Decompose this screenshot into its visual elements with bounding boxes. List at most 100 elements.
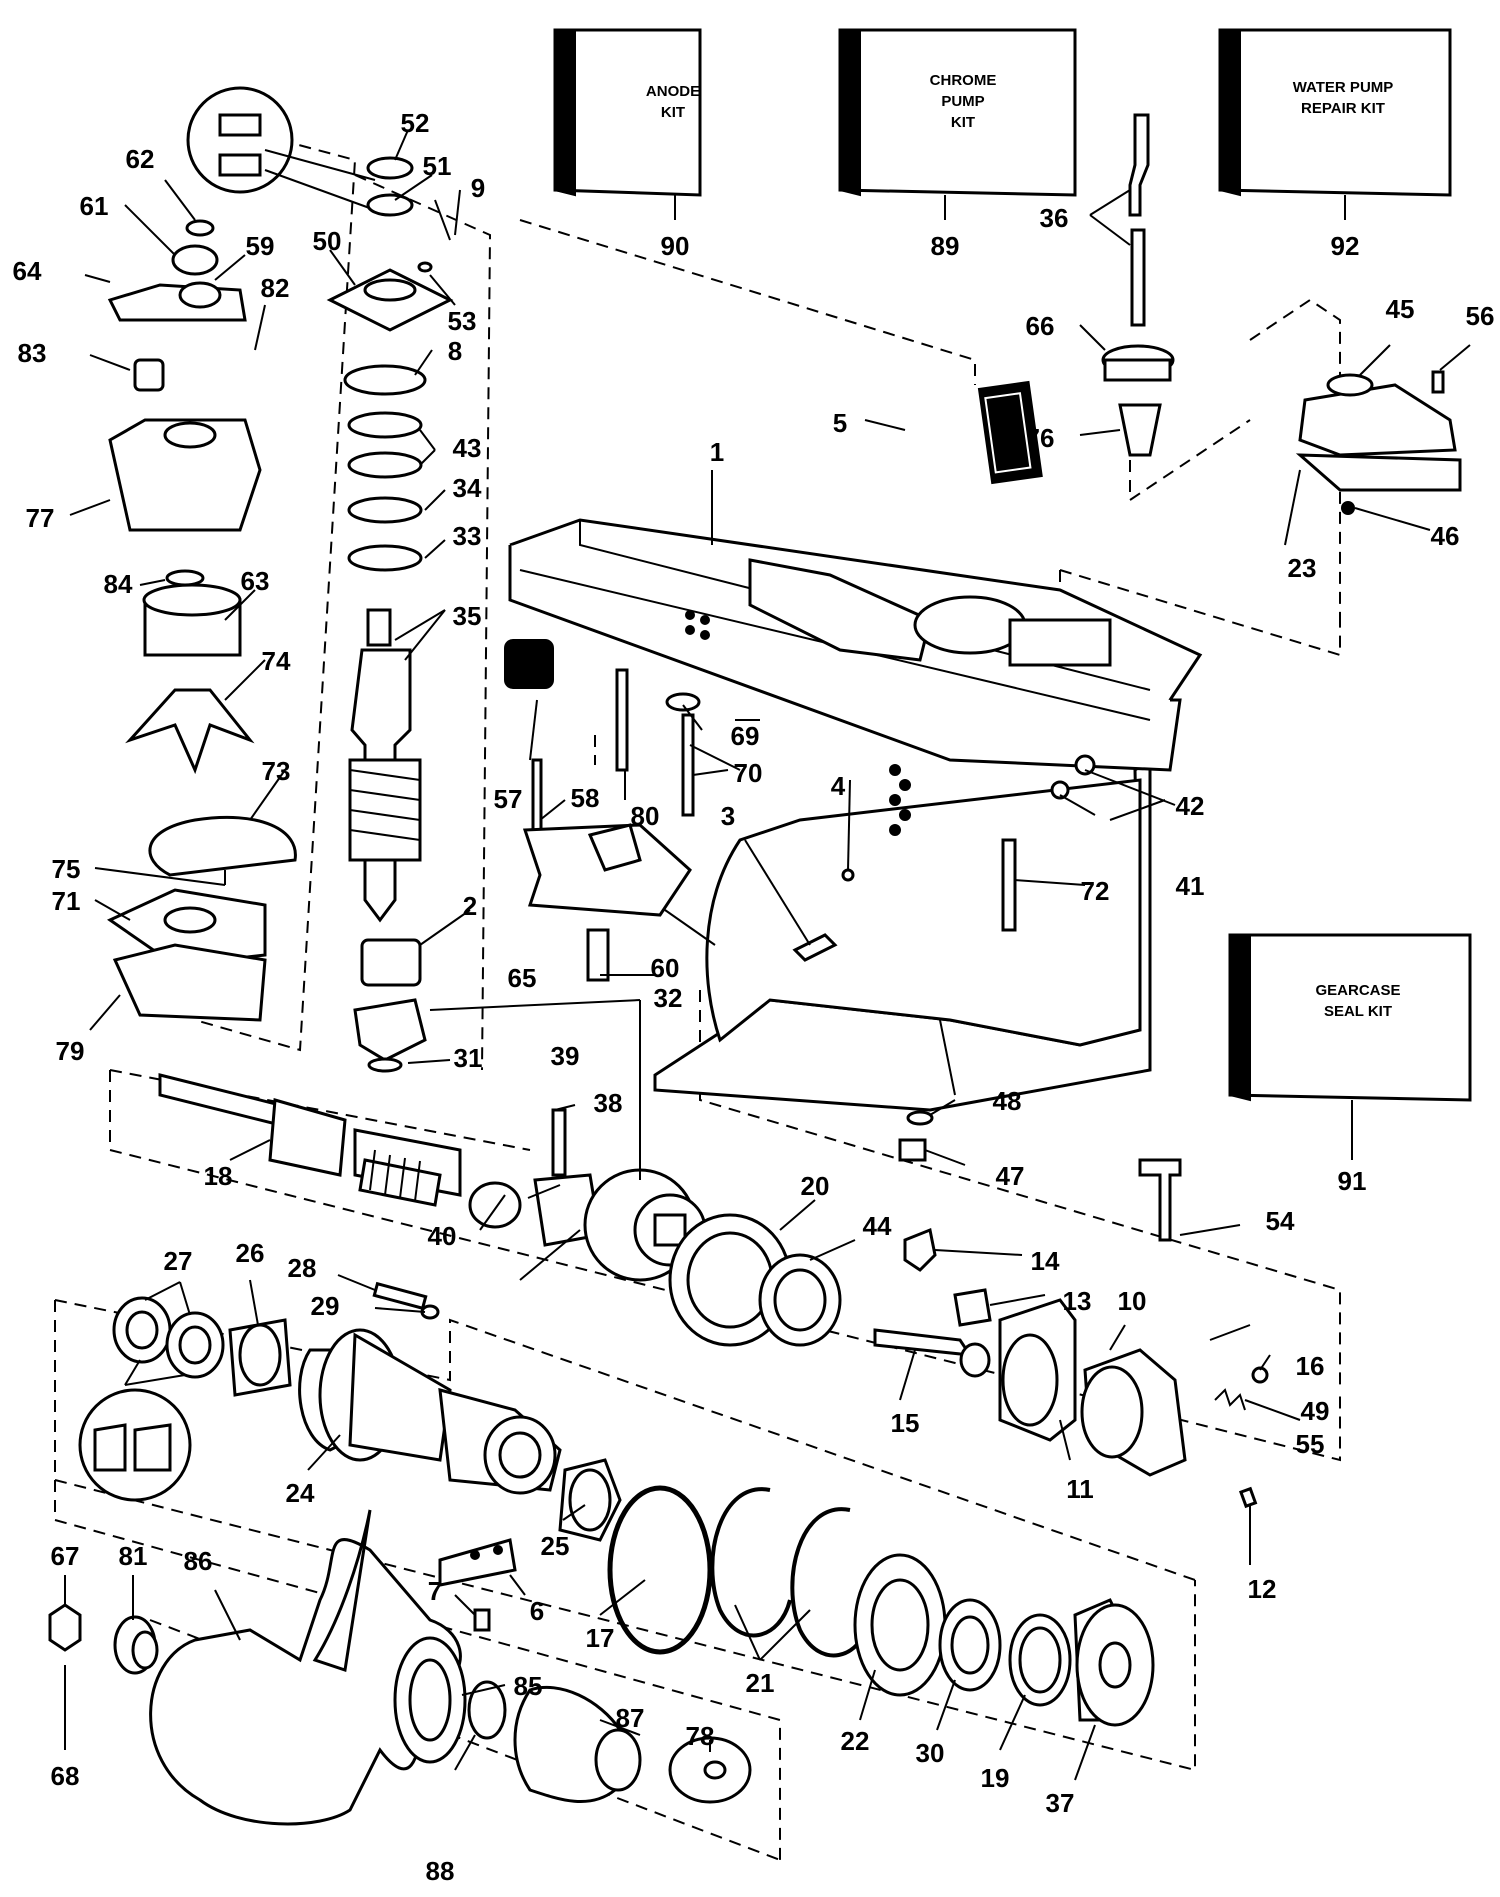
label-13: 13 bbox=[1063, 1286, 1092, 1316]
label-53: 53 bbox=[448, 306, 477, 336]
kit-chrome-line-3: KIT bbox=[951, 114, 975, 131]
label-60: 60 bbox=[651, 953, 680, 983]
kit-chrome-line-2: PUMP bbox=[941, 93, 984, 110]
label-25: 25 bbox=[541, 1531, 570, 1561]
label-44: 44 bbox=[863, 1211, 892, 1241]
label-59: 59 bbox=[246, 231, 275, 261]
kit-gearcase-line-1: GEARCASE bbox=[1315, 982, 1400, 999]
rings-row bbox=[607, 1485, 1155, 1727]
kit-water-line-2: REPAIR KIT bbox=[1301, 100, 1385, 117]
kit-anode-line-2: KIT bbox=[661, 104, 685, 121]
label-69: 69 bbox=[731, 721, 760, 751]
label-47: 47 bbox=[996, 1161, 1025, 1191]
label-78: 78 bbox=[686, 1721, 715, 1751]
label-29: 29 bbox=[311, 1291, 340, 1321]
label-11: 11 bbox=[1066, 1474, 1094, 1504]
label-4: 4 bbox=[831, 771, 846, 801]
label-20: 20 bbox=[801, 1171, 830, 1201]
label-56: 56 bbox=[1466, 301, 1495, 331]
label-58: 58 bbox=[571, 783, 600, 813]
label-65: 65 bbox=[508, 963, 537, 993]
label-39: 39 bbox=[551, 1041, 580, 1071]
label-31: 31 bbox=[454, 1043, 483, 1073]
label-55: 55 bbox=[1296, 1429, 1325, 1459]
label-37: 37 bbox=[1046, 1788, 1075, 1818]
label-75: 75 bbox=[52, 854, 81, 884]
label-79: 79 bbox=[56, 1036, 85, 1066]
label-77: 77 bbox=[26, 503, 55, 533]
label-80: 80 bbox=[631, 801, 660, 831]
label-63: 63 bbox=[241, 566, 270, 596]
label-14: 14 bbox=[1031, 1246, 1060, 1276]
label-76: 76 bbox=[1026, 423, 1055, 453]
label-74: 74 bbox=[262, 646, 291, 676]
label-2: 2 bbox=[463, 891, 477, 921]
label-38: 38 bbox=[594, 1088, 623, 1118]
label-82: 82 bbox=[261, 273, 290, 303]
label-7: 7 bbox=[428, 1576, 442, 1606]
shift-rod-group bbox=[1101, 113, 1462, 515]
part-number-labels: 1 2 3 4 5 6 7 8 9 10 11 12 13 14 15 16 1… bbox=[13, 108, 1495, 1886]
label-54: 54 bbox=[1266, 1206, 1295, 1236]
label-52: 52 bbox=[401, 108, 430, 138]
label-87: 87 bbox=[616, 1703, 645, 1733]
label-32: 32 bbox=[654, 983, 683, 1013]
label-67: 67 bbox=[51, 1541, 80, 1571]
label-81: 81 bbox=[119, 1541, 148, 1571]
label-86: 86 bbox=[184, 1546, 213, 1576]
label-62: 62 bbox=[126, 144, 155, 174]
label-6: 6 bbox=[530, 1596, 544, 1626]
label-1: 1 bbox=[710, 437, 724, 467]
label-57: 57 bbox=[494, 784, 523, 814]
label-9: 9 bbox=[471, 173, 485, 203]
label-19: 19 bbox=[981, 1763, 1010, 1793]
label-46: 46 bbox=[1431, 521, 1460, 551]
propeller-group bbox=[48, 1509, 752, 1826]
label-27: 27 bbox=[164, 1246, 193, 1276]
prop-shaft-row bbox=[158, 1073, 842, 1347]
driveshaft-stack bbox=[326, 156, 454, 1073]
label-18: 18 bbox=[204, 1161, 233, 1191]
label-43: 43 bbox=[453, 433, 482, 463]
label-30: 30 bbox=[916, 1738, 945, 1768]
label-33: 33 bbox=[453, 521, 482, 551]
kit-box-gearcase-seal: GEARCASE SEAL KIT 91 bbox=[1228, 933, 1472, 1196]
label-45: 45 bbox=[1386, 294, 1415, 324]
label-84: 84 bbox=[104, 569, 133, 599]
shift-mechanism bbox=[873, 1158, 1269, 1509]
water-pump-group bbox=[106, 86, 376, 1022]
label-23: 23 bbox=[1288, 553, 1317, 583]
kit-gearcase-line-2: SEAL KIT bbox=[1324, 1003, 1392, 1020]
leader-lines bbox=[64, 129, 1471, 1781]
label-61: 61 bbox=[80, 191, 109, 221]
label-64: 64 bbox=[13, 256, 42, 286]
label-26: 26 bbox=[236, 1238, 265, 1268]
kit-water-line-1: WATER PUMP bbox=[1293, 79, 1394, 96]
label-28: 28 bbox=[288, 1253, 317, 1283]
label-88: 88 bbox=[426, 1856, 455, 1886]
label-21: 21 bbox=[746, 1668, 775, 1698]
label-49: 49 bbox=[1301, 1396, 1330, 1426]
kit-box-chrome-pump: CHROME PUMP KIT 89 bbox=[838, 28, 1077, 261]
label-16: 16 bbox=[1296, 1351, 1325, 1381]
label-17: 17 bbox=[586, 1623, 615, 1653]
kit-anode-number: 90 bbox=[661, 231, 690, 261]
label-12: 12 bbox=[1248, 1574, 1277, 1604]
label-42: 42 bbox=[1176, 791, 1205, 821]
label-85: 85 bbox=[514, 1671, 543, 1701]
label-8: 8 bbox=[448, 336, 462, 366]
kit-box-water-pump: WATER PUMP REPAIR KIT 92 bbox=[1218, 28, 1452, 261]
label-36: 36 bbox=[1040, 203, 1069, 233]
label-22: 22 bbox=[841, 1726, 870, 1756]
kit-gearcase-number: 91 bbox=[1338, 1166, 1367, 1196]
label-66: 66 bbox=[1026, 311, 1055, 341]
label-24: 24 bbox=[286, 1478, 315, 1508]
label-34: 34 bbox=[453, 473, 482, 503]
bearing-carrier-group bbox=[78, 1281, 622, 1632]
kit-anode-line-1: ANODE bbox=[646, 83, 700, 100]
label-73: 73 bbox=[262, 756, 291, 786]
label-71: 71 bbox=[52, 886, 81, 916]
label-41: 41 bbox=[1176, 871, 1205, 901]
label-40: 40 bbox=[428, 1221, 457, 1251]
